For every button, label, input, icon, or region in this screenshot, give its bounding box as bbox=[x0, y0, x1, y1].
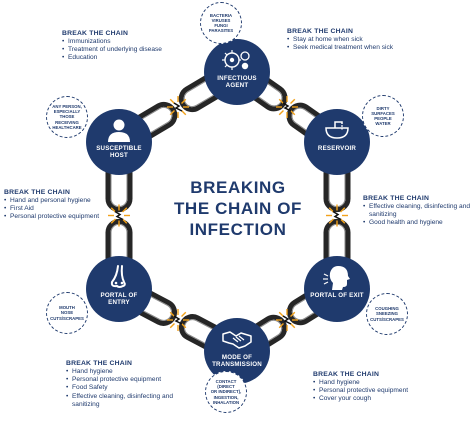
sink-icon bbox=[304, 117, 370, 143]
title-line-2: THE CHAIN OF bbox=[173, 199, 303, 218]
bubble-reservoir-examples: DIRTY SURFACES PEOPLE WATER bbox=[362, 95, 404, 137]
bubble-host-examples: ANY PERSON, ESPECIALLY THOSE RECEIVING H… bbox=[46, 96, 88, 138]
node-portal-of-exit: PORTAL OF EXIT bbox=[304, 256, 370, 322]
panel-heading: BREAK THE CHAIN bbox=[287, 28, 354, 35]
title-line-3: INFECTION bbox=[189, 220, 287, 239]
panel-heading: BREAK THE CHAIN bbox=[66, 360, 133, 367]
node-label-portal-of-entry: PORTAL OF ENTRY bbox=[100, 292, 138, 306]
list-item: Hand hygiene bbox=[66, 368, 186, 376]
node-infectious-agent: INFECTIOUS AGENT bbox=[204, 39, 270, 105]
nose-icon bbox=[86, 264, 152, 290]
node-label-portal-of-exit: PORTAL OF EXIT bbox=[310, 292, 364, 299]
title-line-1: BREAKING bbox=[190, 178, 286, 197]
panel-heading: BREAK THE CHAIN bbox=[313, 371, 380, 378]
list-item: Hand and personal hygiene bbox=[4, 197, 102, 205]
handshake-icon bbox=[204, 326, 270, 352]
node-label-reservoir: RESERVOIR bbox=[317, 145, 357, 152]
panel-host: BREAK THE CHAIN Immunizations Treatment … bbox=[62, 30, 192, 63]
list-item: Personal protective equipment bbox=[313, 387, 443, 395]
microbes-icon bbox=[204, 47, 270, 73]
node-label-mode-of-transmission: MODE OF TRANSMISSION bbox=[212, 354, 262, 368]
panel-agent: BREAK THE CHAIN Stay at home when sick S… bbox=[287, 28, 417, 53]
node-label-infectious-agent: INFECTIOUS AGENT bbox=[217, 75, 257, 89]
bubble-agent-examples: BACTERIA VIRUSES FUNGI PARASITES bbox=[200, 2, 242, 44]
list-item: Effective cleaning, disinfecting and san… bbox=[363, 203, 473, 219]
chain-break-spark bbox=[326, 204, 348, 227]
list-item: Personal protective equipment bbox=[66, 376, 186, 384]
coughing-head-icon bbox=[304, 264, 370, 290]
panel-heading: BREAK THE CHAIN bbox=[62, 30, 129, 37]
bubble-transmission-examples: CONTACT (DIRECT OR INDIRECT), INGESTION,… bbox=[205, 371, 247, 413]
list-item: Good health and hygiene bbox=[363, 219, 473, 227]
panel-entry: BREAK THE CHAIN Hand and personal hygien… bbox=[4, 189, 102, 222]
list-item: Immunizations bbox=[62, 38, 192, 46]
chain-break-spark bbox=[108, 204, 130, 227]
list-item: Stay at home when sick bbox=[287, 36, 417, 44]
panel-heading: BREAK THE CHAIN bbox=[4, 189, 71, 196]
list-item: Effective cleaning, disinfecting and san… bbox=[66, 393, 186, 409]
chain-break-spark bbox=[167, 96, 189, 118]
list-item: Seek medical treatment when sick bbox=[287, 44, 417, 52]
node-label-susceptible-host: SUSCEPTIBLE HOST bbox=[96, 145, 142, 159]
person-icon bbox=[86, 117, 152, 143]
list-item: Hand hygiene bbox=[313, 379, 443, 387]
node-reservoir: RESERVOIR bbox=[304, 109, 370, 175]
list-item: Treatment of underlying disease bbox=[62, 46, 192, 54]
list-item: Education bbox=[62, 54, 192, 62]
node-susceptible-host: SUSCEPTIBLE HOST bbox=[86, 109, 152, 175]
panel-heading: BREAK THE CHAIN bbox=[363, 195, 430, 202]
panel-reservoir: BREAK THE CHAIN Effective cleaning, disi… bbox=[363, 195, 473, 228]
list-item: First Aid bbox=[4, 205, 102, 213]
bubble-entry-examples: MOUTH NOSE CUTS/SCRAPES bbox=[46, 292, 88, 334]
bubble-exit-examples: COUGHING SNEEZING CUTS/SCRAPES bbox=[366, 293, 408, 335]
list-item: Cover your cough bbox=[313, 395, 443, 403]
chain-break-spark bbox=[167, 309, 189, 331]
chain-break-spark bbox=[276, 96, 298, 118]
chain-break-spark bbox=[276, 309, 298, 331]
center-title: BREAKING THE CHAIN OF INFECTION bbox=[148, 177, 328, 240]
panel-transmission: BREAK THE CHAIN Hand hygiene Personal pr… bbox=[66, 360, 186, 409]
panel-exit: BREAK THE CHAIN Hand hygiene Personal pr… bbox=[313, 371, 443, 404]
list-item: Personal protective equipment bbox=[4, 213, 102, 221]
node-portal-of-entry: PORTAL OF ENTRY bbox=[86, 256, 152, 322]
list-item: Food Safety bbox=[66, 384, 186, 392]
